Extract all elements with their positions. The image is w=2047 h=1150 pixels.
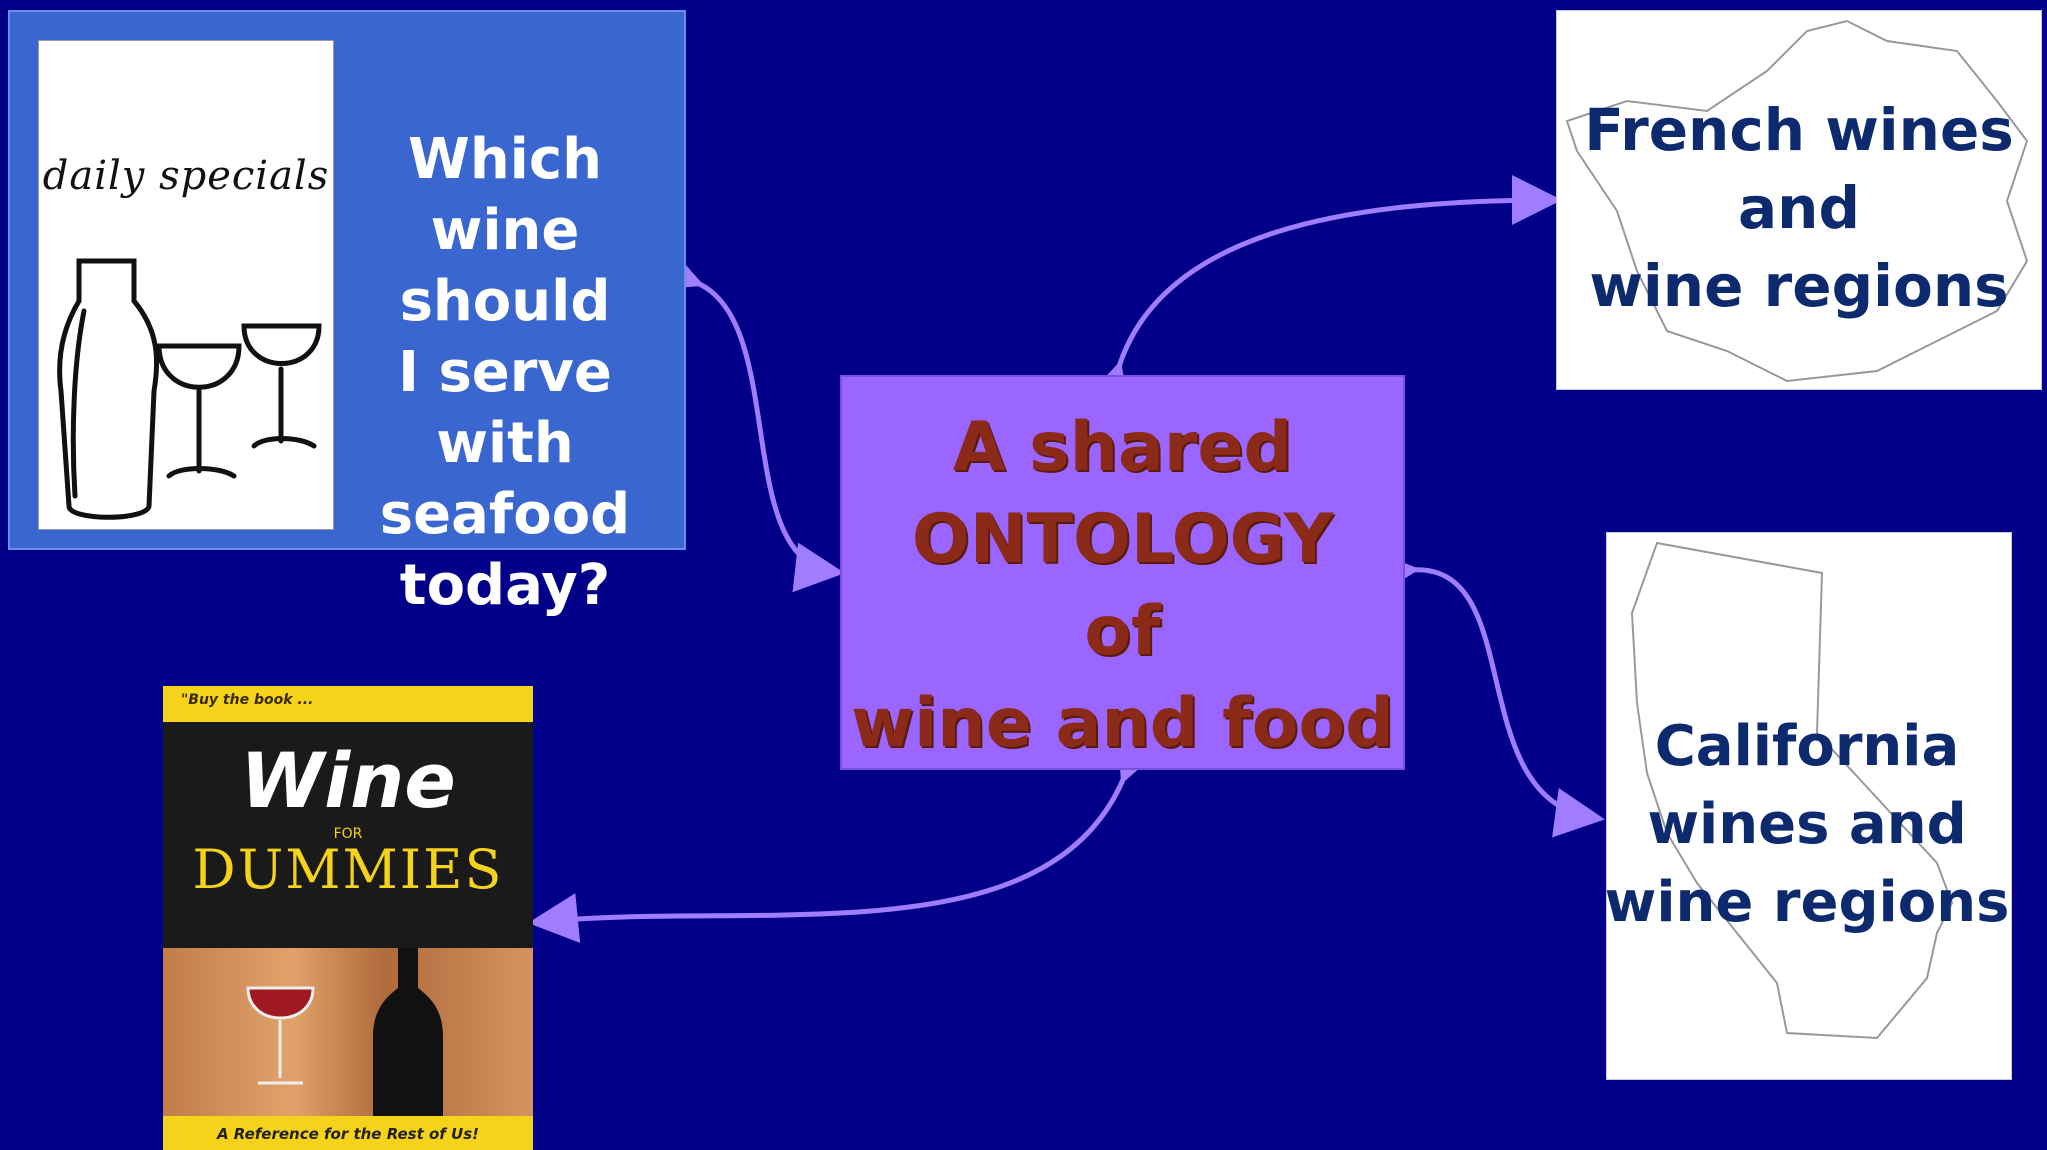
arrow-ontology-book	[528, 728, 1164, 943]
california-label: California wines and wine regions	[1587, 708, 2027, 942]
daily-specials-card: daily specials	[38, 40, 334, 530]
specials-title: daily specials	[42, 153, 330, 199]
ontology-line: A shared	[952, 408, 1293, 487]
france-map-outline	[1565, 19, 2029, 383]
query-question: Which wine should I serve with seafood t…	[340, 124, 670, 621]
arrow-ontology-california	[1368, 548, 1605, 838]
french-line: French wines	[1584, 96, 2014, 164]
book-series: DUMMIES	[192, 838, 504, 901]
ontology-line: ONTOLOGY	[911, 500, 1334, 579]
ontology-line: wine and food	[851, 684, 1394, 763]
arrow-query-ontology	[648, 243, 845, 593]
book-top-band	[163, 686, 533, 722]
query-line: I serve with	[398, 340, 612, 476]
french-line: and	[1738, 174, 1860, 242]
ontology-line: of	[1084, 592, 1161, 671]
california-line: wines and	[1647, 792, 1967, 857]
query-line: today?	[399, 553, 611, 618]
query-line: Which wine	[408, 127, 602, 263]
query-line: seafood	[379, 482, 631, 547]
arrow-ontology-french	[1082, 175, 1562, 416]
french-line: wine regions	[1589, 252, 2009, 320]
wine-for-dummies-book-cover: "Buy the book ... Wine FOR DUMMIES A Ref…	[163, 686, 533, 1150]
book-bottom-band	[163, 1116, 533, 1150]
wine-bottle-and-glass-icon	[246, 948, 443, 1118]
french-wines-panel: French wines and wine regions	[1556, 10, 2042, 390]
book-cover-photo	[163, 948, 533, 1118]
california-map-outline	[1630, 541, 1954, 1040]
book-tagline: A Reference for the Rest of Us!	[216, 1125, 480, 1143]
book-for: FOR	[333, 826, 363, 842]
california-line: California	[1654, 714, 1960, 779]
california-line: wine regions	[1604, 870, 2010, 935]
query-panel: daily specials Which wine should I serve…	[8, 10, 686, 618]
california-wines-panel: California wines and wine regions	[1605, 532, 2012, 1080]
carafe-and-glasses-icon	[57, 258, 322, 520]
ontology-label: A shared ONTOLOGY of wine and food	[842, 402, 1403, 770]
book-title: Wine	[240, 736, 456, 825]
book-quote: "Buy the book ...	[181, 692, 314, 708]
french-label: French wines and wine regions	[1557, 91, 2041, 325]
query-line: should	[399, 269, 611, 334]
ontology-box: A shared ONTOLOGY of wine and food	[840, 375, 1405, 770]
